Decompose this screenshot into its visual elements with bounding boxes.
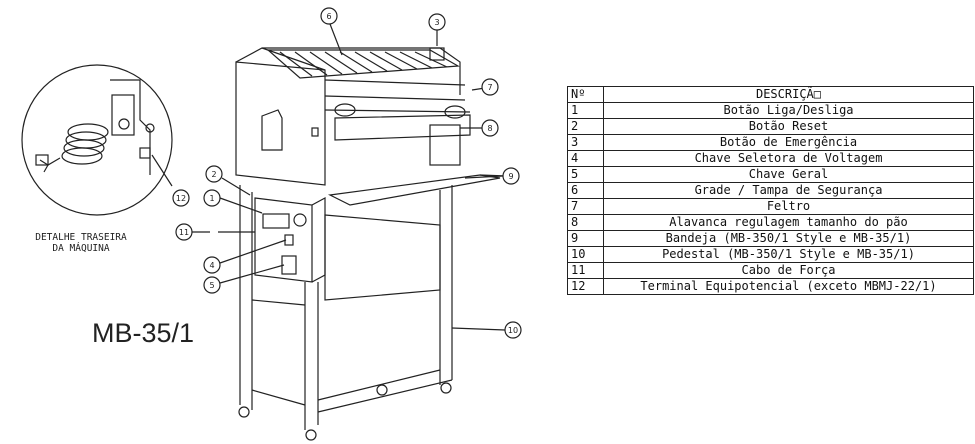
row-number: 8 — [567, 214, 604, 231]
header-number: Nº — [567, 86, 604, 103]
detail-label-line-1: DETALHE TRASEIRA — [35, 232, 127, 243]
row-number: 10 — [567, 246, 604, 263]
row-description: Feltro — [603, 198, 974, 215]
row-description: Pedestal (MB-350/1 Style e MB-35/1) — [603, 246, 974, 263]
callout-5-circle — [203, 276, 221, 294]
row-number: 1 — [567, 102, 604, 119]
callout-2-circle — [205, 165, 223, 183]
callout-6-circle — [320, 7, 338, 25]
callout-4: 4 — [209, 261, 214, 270]
row-number: 3 — [567, 134, 604, 151]
row-number: 6 — [567, 182, 604, 199]
detail-label-line-2: DA MÁQUINA — [52, 243, 110, 254]
detail-label: DETALHE TRASEIRA DA MÁQUINA — [6, 232, 156, 254]
callout-11: 11 — [179, 228, 189, 237]
row-number: 5 — [567, 166, 604, 183]
callout-2: 2 — [211, 170, 216, 179]
callout-10-circle — [504, 321, 522, 339]
row-description: Alavanca regulagem tamanho do pão — [603, 214, 974, 231]
callout-9-circle — [502, 167, 520, 185]
row-number: 11 — [567, 262, 604, 279]
callout-4-circle — [203, 256, 221, 274]
callout-6: 6 — [326, 12, 331, 21]
row-description: Chave Seletora de Voltagem — [603, 150, 974, 167]
row-description: Bandeja (MB-350/1 Style e MB-35/1) — [603, 230, 974, 247]
callout-7-circle — [481, 78, 499, 96]
row-description: Terminal Equipotencial (exceto MBMJ-22/1… — [603, 278, 974, 295]
row-number: 7 — [567, 198, 604, 215]
row-description: Cabo de Força — [603, 262, 974, 279]
row-description: Botão de Emergência — [603, 134, 974, 151]
table-header-row: Nº DESCRIÇÃ□ — [567, 86, 974, 103]
header-description: DESCRIÇÃ□ — [603, 86, 974, 103]
rear-detail-circle — [21, 64, 173, 216]
callout-10: 10 — [508, 326, 518, 335]
callout-1-circle — [203, 189, 221, 207]
row-number: 12 — [567, 278, 604, 295]
row-description: Grade / Tampa de Segurança — [603, 182, 974, 199]
callout-7: 7 — [487, 83, 492, 92]
row-description: Botão Liga/Desliga — [603, 102, 974, 119]
row-number: 2 — [567, 118, 604, 135]
row-number: 4 — [567, 150, 604, 167]
callout-5: 5 — [209, 281, 214, 290]
callout-3-circle — [428, 13, 446, 31]
model-label: MB-35/1 — [92, 318, 195, 348]
row-description: Botão Reset — [603, 118, 974, 135]
callout-9: 9 — [508, 172, 513, 181]
callout-8-circle — [481, 119, 499, 137]
callout-3: 3 — [434, 18, 439, 27]
callout-12: 12 — [176, 194, 186, 203]
callout-8: 8 — [487, 124, 492, 133]
callout-11-circle — [175, 223, 193, 241]
row-number: 9 — [567, 230, 604, 247]
callout-12-circle — [172, 189, 190, 207]
row-description: Chave Geral — [603, 166, 974, 183]
callout-1: 1 — [209, 194, 214, 203]
